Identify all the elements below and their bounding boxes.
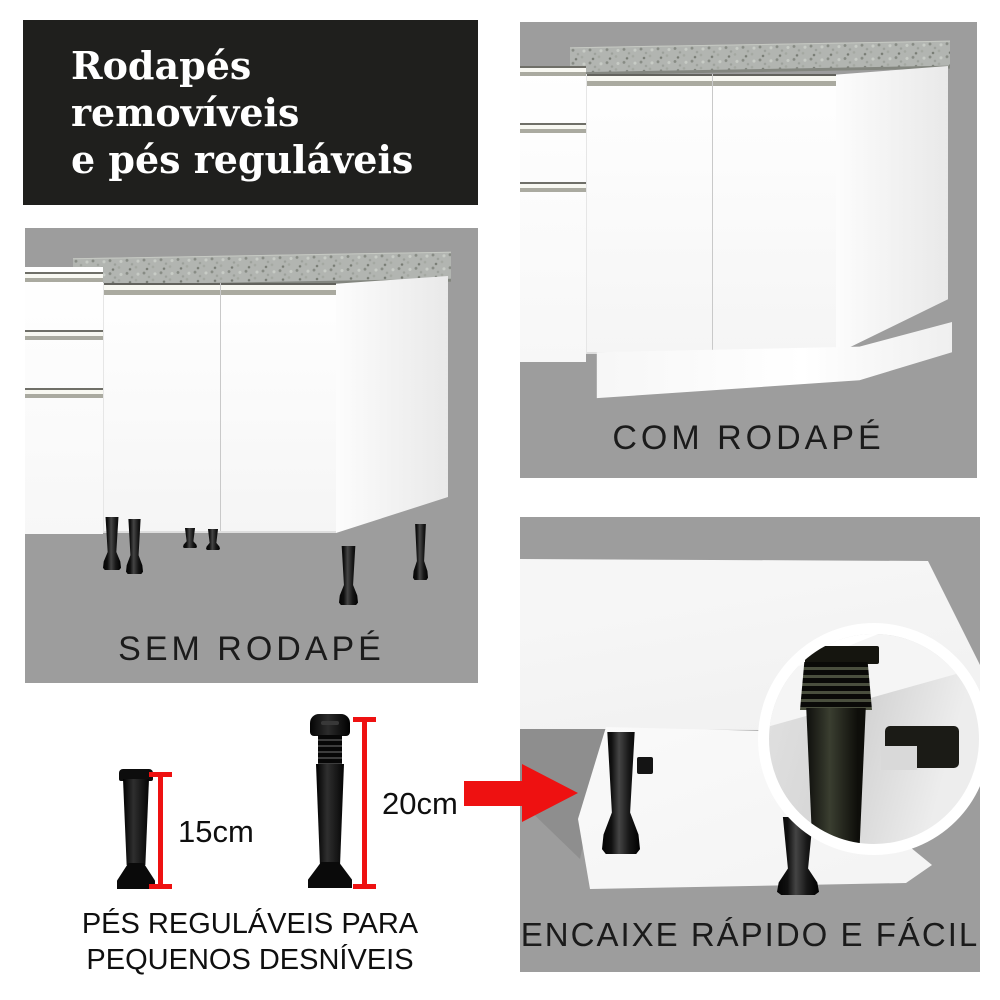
- measure-line-20cm: [353, 717, 376, 889]
- cabinet-leg: [413, 524, 428, 580]
- drawer-handle: [25, 272, 103, 282]
- panel-com-rodape: COM RODAPÉ: [520, 22, 977, 478]
- measure-label-15cm: 15cm: [178, 814, 254, 849]
- adjustable-foot-20cm: [307, 714, 353, 888]
- granite-countertop: [570, 40, 950, 76]
- leg-mount-plate: [805, 646, 879, 664]
- drawer-handle: [520, 182, 586, 192]
- title-line-2: e pés reguláveis: [71, 137, 414, 182]
- cabinet-doors: [103, 283, 336, 533]
- door-gap: [220, 283, 221, 531]
- foot-body: [123, 779, 149, 865]
- sem-rodape-label: SEM RODAPÉ: [118, 630, 385, 668]
- measure-label-20cm: 20cm: [382, 786, 458, 821]
- title-line-1: Rodapés removíveis: [71, 43, 300, 135]
- drawer-handle: [25, 388, 103, 398]
- snap-clip-notch: [881, 746, 917, 770]
- magnifier-circle: [758, 623, 980, 855]
- drawer-unit: [25, 267, 103, 534]
- cabinet-leg: [183, 528, 197, 548]
- cabinet-leg: [126, 519, 143, 574]
- adjustable-foot-15cm: [117, 769, 155, 889]
- leg-thread-section: [800, 662, 872, 710]
- cabinet-leg: [206, 529, 220, 550]
- panel-encaixe: ENCAIXE RÁPIDO E FÁCIL: [520, 517, 980, 972]
- cabinet-leg: [339, 546, 358, 605]
- measure-line-15cm: [149, 772, 172, 889]
- cabinet-doors: [586, 74, 836, 354]
- feet-caption-line-1: PÉS REGULÁVEIS PARA: [81, 908, 419, 940]
- drawer-handle: [520, 66, 586, 76]
- foot-body: [316, 764, 344, 864]
- cabinet-side-panel: [836, 66, 948, 354]
- arrow-head: [522, 764, 578, 822]
- screw-head: [310, 714, 350, 736]
- encaixe-label: ENCAIXE RÁPIDO E FÁCIL: [520, 916, 980, 953]
- leg-body-zoomed: [806, 708, 866, 844]
- cabinet-side-panel: [336, 276, 448, 533]
- com-rodape-label: COM RODAPÉ: [612, 419, 885, 457]
- thread-section: [318, 735, 342, 765]
- foot-flare: [308, 862, 352, 888]
- feet-caption-line-2: PEQUENOS DESNÍVEIS: [86, 944, 414, 976]
- foot-cap: [119, 769, 153, 781]
- title-banner: Rodapés removíveis e pés reguláveis: [23, 20, 478, 205]
- cabinet-leg: [103, 517, 121, 570]
- drawer-unit: [520, 66, 586, 362]
- leg-clip-tab: [637, 757, 653, 774]
- drawer-handle: [520, 123, 586, 133]
- panel-sem-rodape: SEM RODAPÉ: [25, 228, 478, 683]
- door-gap: [711, 74, 713, 352]
- arrow-tail: [464, 781, 524, 806]
- drawer-handle: [25, 330, 103, 340]
- screw-slot: [321, 721, 339, 725]
